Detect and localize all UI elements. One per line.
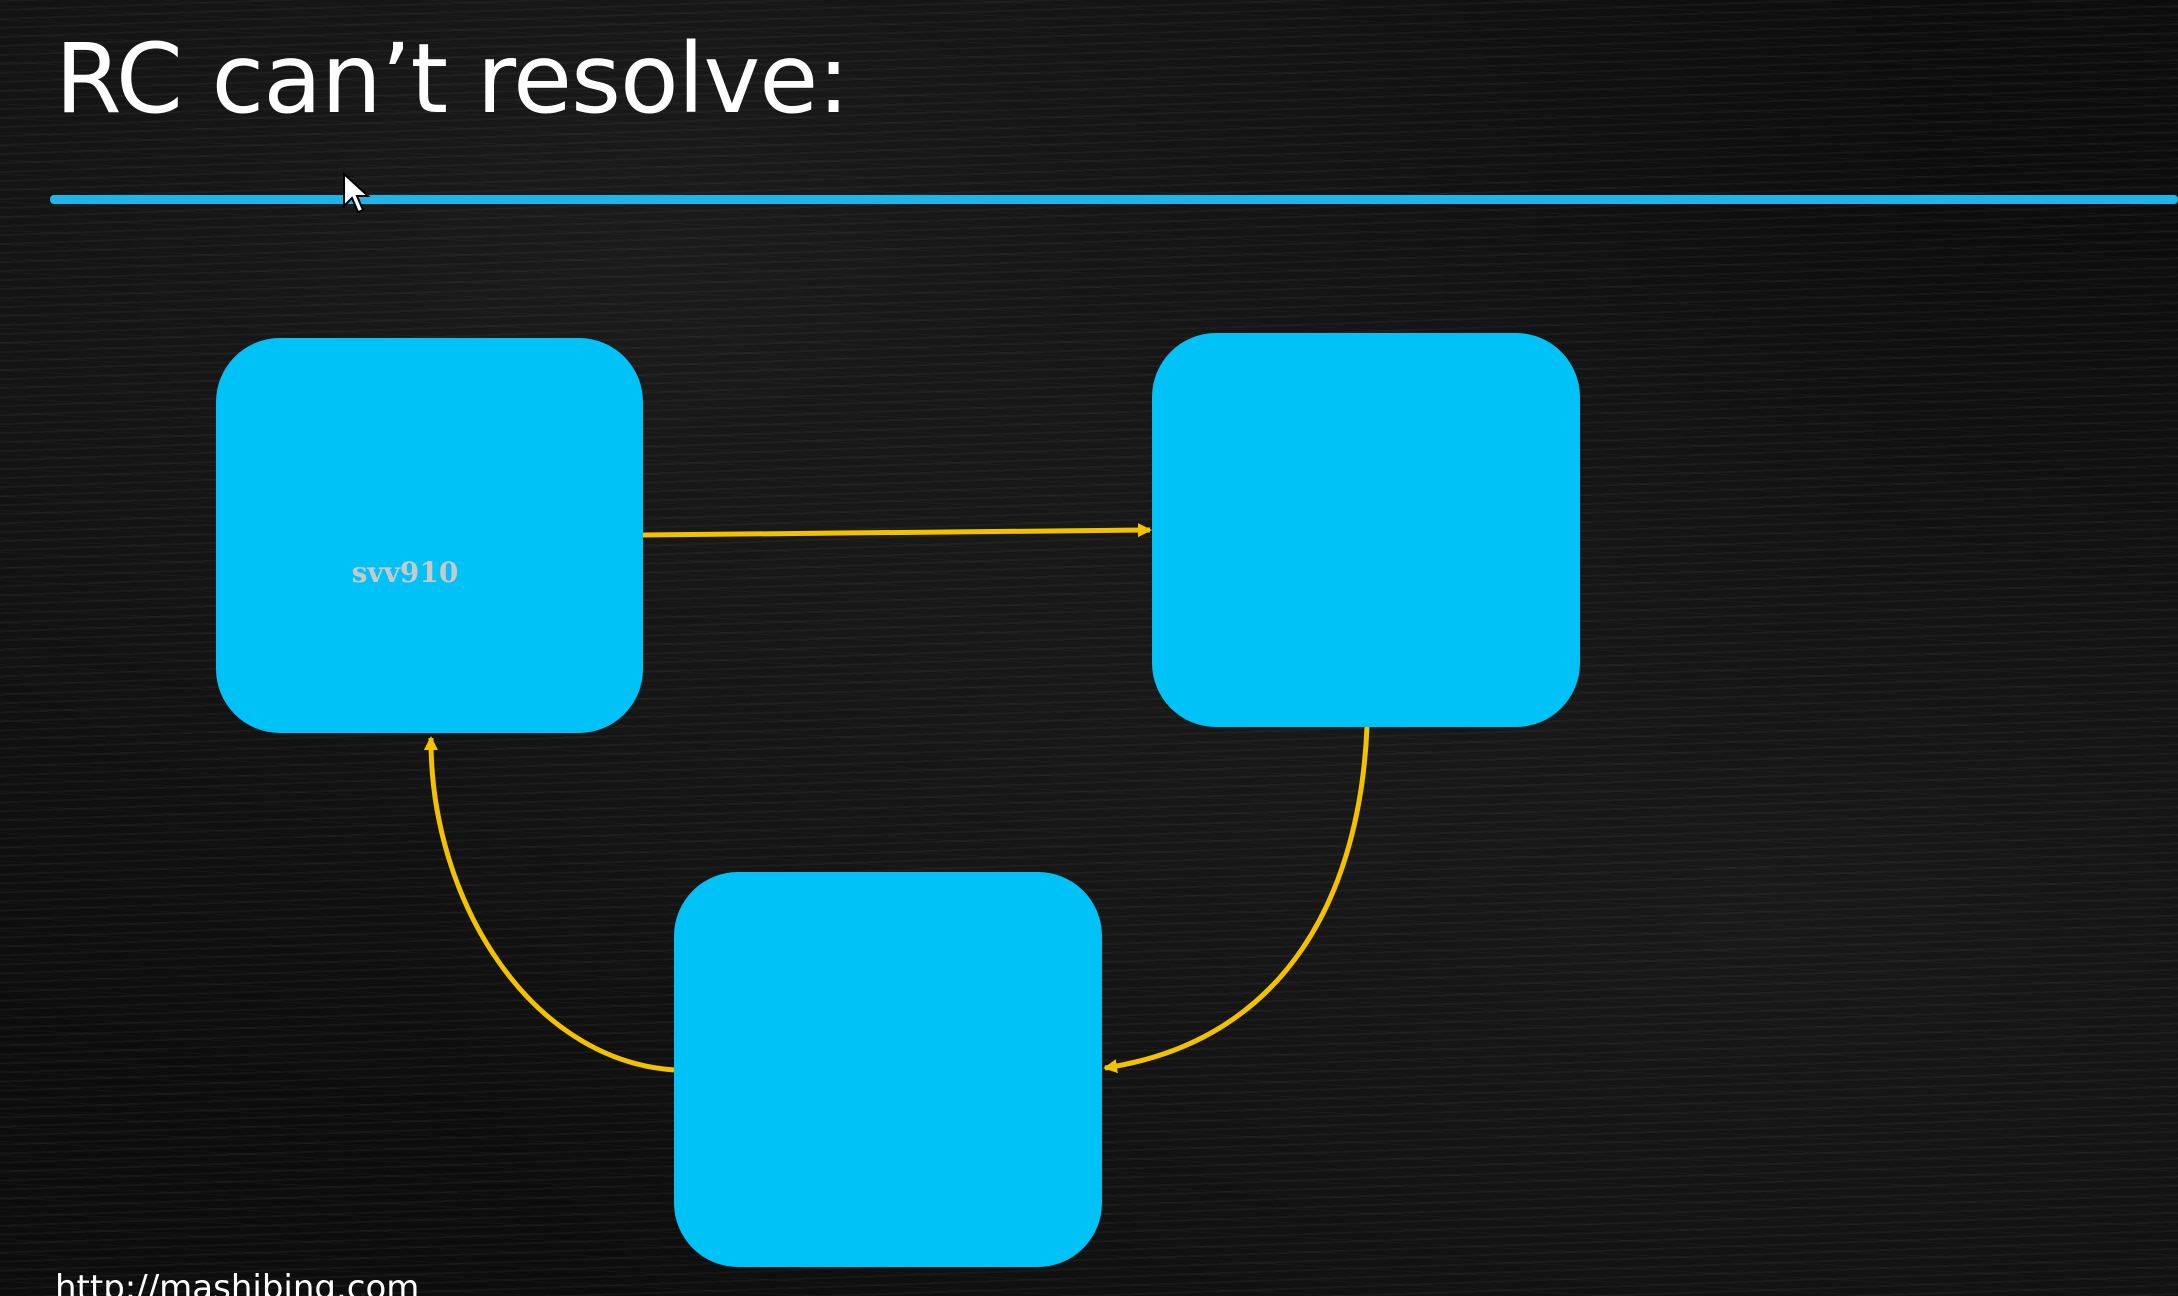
slide-title: RC can’t resolve: [55,23,850,135]
edge-top-right-to-bottom [1103,726,1370,1074]
node-top-left [216,338,643,733]
title-divider [50,195,2178,204]
edge-bottom-to-top-left [423,736,675,1073]
mouse-cursor-icon [343,172,371,214]
node-bottom [674,872,1102,1267]
edge-top-left-to-top-right [641,523,1152,538]
node-top-left-label: svv910 [352,556,459,589]
node-top-right [1152,333,1580,727]
footer-url[interactable]: http://mashibing.com [55,1268,420,1296]
